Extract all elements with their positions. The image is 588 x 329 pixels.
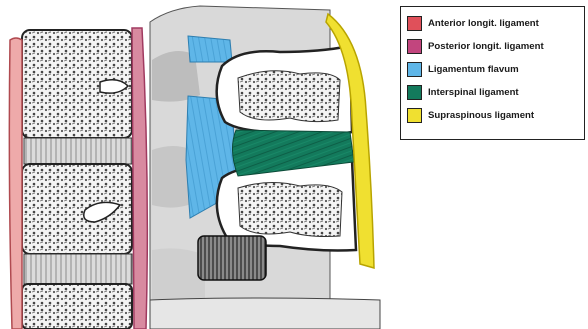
legend-label: Posterior longit. ligament [428,41,544,52]
legend-item-posterior: Posterior longit. ligament [407,36,584,57]
legend-swatch-anterior [407,16,422,31]
intervertebral-disc [198,236,266,280]
legend: Anterior longit. ligament Posterior long… [400,6,585,140]
legend-label: Interspinal ligament [428,87,519,98]
legend-label: Ligamentum flavum [428,64,519,75]
legend-swatch-flavum [407,62,422,77]
legend-swatch-supraspinous [407,108,422,123]
legend-item-interspinal: Interspinal ligament [407,82,584,103]
lower-lamina [150,298,380,329]
posterior-longitudinal-ligament [132,28,147,329]
legend-item-anterior: Anterior longit. ligament [407,13,584,34]
legend-item-flavum: Ligamentum flavum [407,59,584,80]
legend-label: Anterior longit. ligament [428,18,539,29]
legend-item-supraspinous: Supraspinous ligament [407,105,584,126]
legend-label: Supraspinous ligament [428,110,534,121]
legend-swatch-interspinal [407,85,422,100]
spinous-process-upper [217,46,352,135]
anterior-longitudinal-ligament [9,38,22,329]
vertebral-body-column [22,30,132,329]
legend-swatch-posterior [407,39,422,54]
